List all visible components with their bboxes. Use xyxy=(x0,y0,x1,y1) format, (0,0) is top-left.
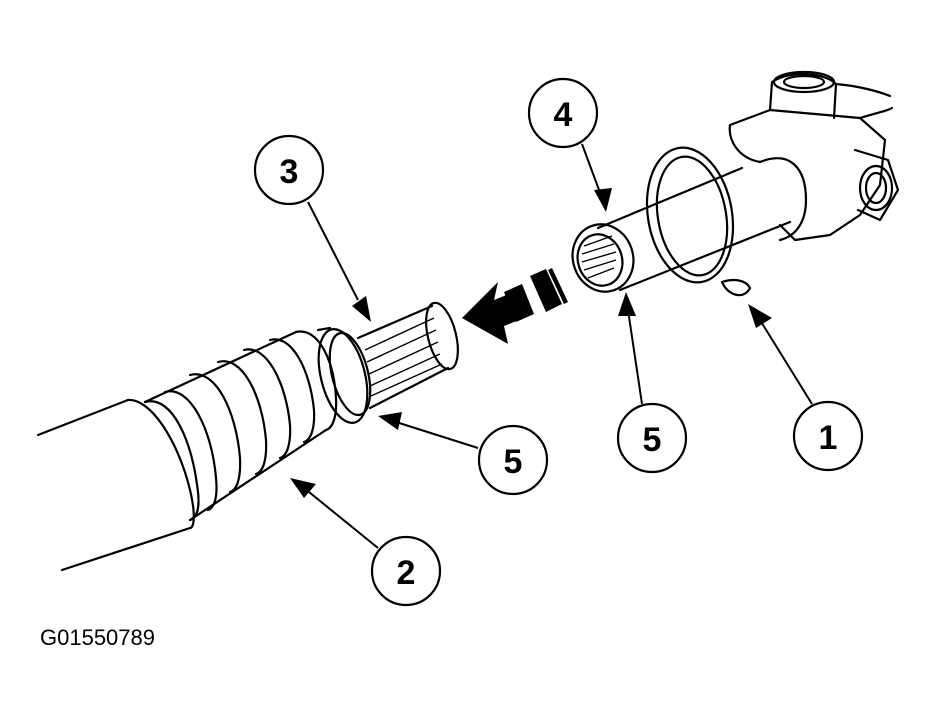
callout-5-left: 5 xyxy=(477,424,549,496)
callout-4-label: 4 xyxy=(554,96,573,134)
valve-housing xyxy=(728,70,900,242)
figure-id-label: G01550789 xyxy=(40,625,155,650)
rubber-boot xyxy=(143,330,338,522)
boot-collar-seal xyxy=(316,326,372,424)
callout-5-left-label: 5 xyxy=(504,443,523,481)
callout-3: 3 xyxy=(253,134,325,206)
leader-lines xyxy=(290,143,813,549)
callout-1: 1 xyxy=(792,400,864,472)
splined-shaft xyxy=(356,301,459,410)
callout-2: 2 xyxy=(370,535,442,607)
inner-sleeve-with-bushing xyxy=(571,223,635,293)
install-direction-arrow xyxy=(462,268,568,344)
callout-1-label: 1 xyxy=(819,419,838,457)
callout-2-label: 2 xyxy=(397,554,416,592)
callout-5-right-label: 5 xyxy=(643,421,662,459)
callout-5-right: 5 xyxy=(616,402,688,474)
tie-rod-tube xyxy=(36,398,195,572)
retaining-clip xyxy=(645,146,752,297)
callout-3-label: 3 xyxy=(280,153,299,191)
callout-4: 4 xyxy=(527,77,599,149)
rack-housing-tube xyxy=(596,166,792,292)
